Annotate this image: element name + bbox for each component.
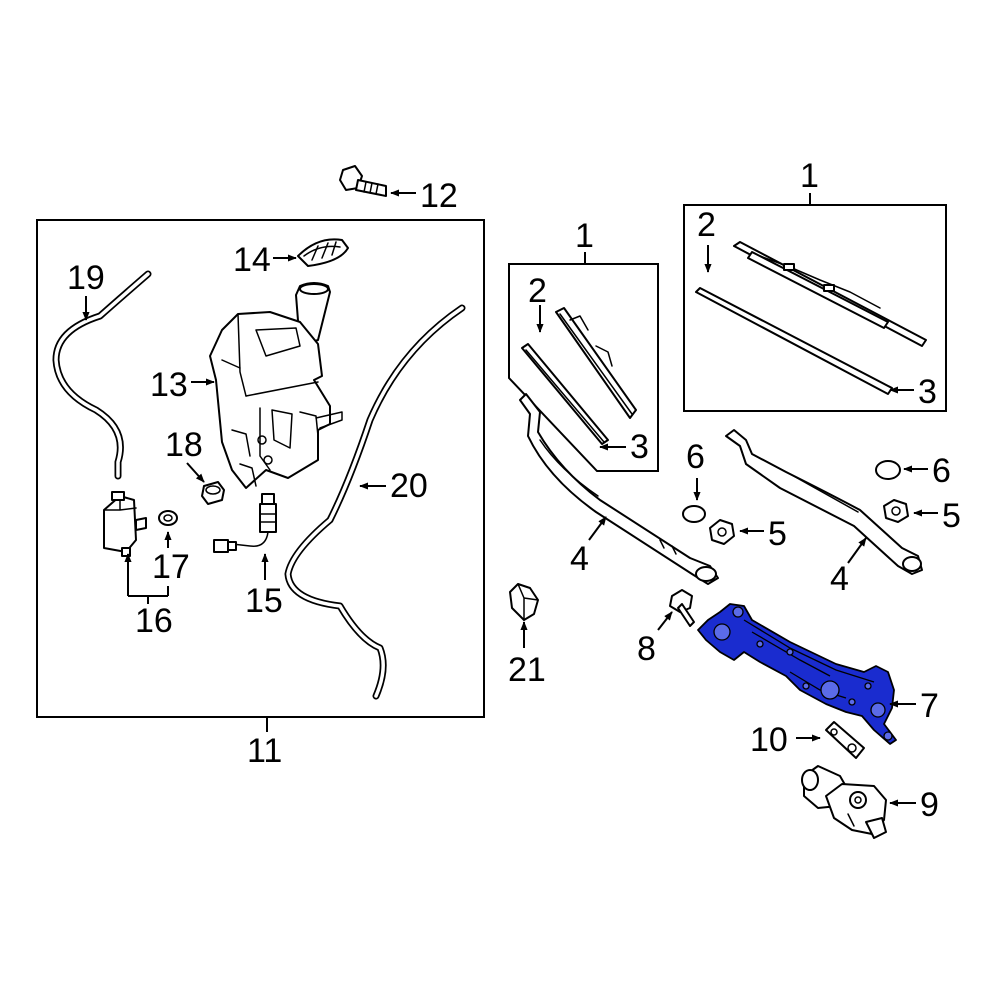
right-blade-frame [683,204,947,412]
hose-part-20[interactable] [284,304,466,700]
callout-5-right[interactable]: 5 [942,497,961,535]
callout-6-left[interactable]: 6 [686,438,705,476]
callout-8[interactable]: 8 [637,630,656,668]
callout-18[interactable]: 18 [165,426,203,464]
level-sensor-part-15[interactable] [213,493,277,553]
callout-4-right[interactable]: 4 [830,560,849,598]
callout-3-right[interactable]: 3 [918,373,937,411]
callout-5-left[interactable]: 5 [768,515,787,553]
wiper-linkage-part-7[interactable] [697,603,897,745]
washer-pump-part-16[interactable] [103,491,147,557]
cap-part-6-right[interactable] [875,460,901,480]
grommet-part-18[interactable] [201,481,225,505]
seal-part-17[interactable] [158,510,178,526]
wiper-blade-part-2-right[interactable] [733,241,927,347]
blade-refill-part-3-right[interactable] [695,287,893,395]
callout-2-left[interactable]: 2 [528,272,547,310]
washer-reservoir-part-13[interactable] [209,282,343,489]
nozzle-part-21[interactable] [509,583,539,621]
callout-14[interactable]: 14 [233,241,271,279]
callout-7[interactable]: 7 [920,687,939,725]
nut-part-5-left[interactable] [709,519,735,545]
blade-refill-part-3-left[interactable] [521,343,609,445]
callout-1-right[interactable]: 1 [800,157,819,195]
callout-10[interactable]: 10 [750,721,788,759]
callout-9[interactable]: 9 [920,786,939,824]
callout-16[interactable]: 16 [135,602,173,640]
bolt-part-8[interactable] [669,589,695,627]
callout-15[interactable]: 15 [245,582,283,620]
callout-13[interactable]: 13 [150,366,188,404]
filler-cap-part-14[interactable] [297,238,349,267]
callout-4-left[interactable]: 4 [570,540,589,578]
callout-20[interactable]: 20 [390,467,428,505]
callout-3-left[interactable]: 3 [630,428,649,466]
bolt-part-12[interactable] [339,165,387,197]
callout-12[interactable]: 12 [420,177,458,215]
wiper-motor-part-9[interactable] [801,765,887,839]
wiper-arm-part-4-left[interactable] [519,393,719,585]
bracket-part-10[interactable] [825,721,865,759]
wiper-arm-part-4-right[interactable] [725,429,923,575]
callout-6-right[interactable]: 6 [932,452,951,490]
nut-part-5-right[interactable] [883,499,909,523]
hose-part-19[interactable] [52,270,152,480]
wiper-blade-part-2-left[interactable] [555,307,637,419]
cap-part-6-left[interactable] [682,505,706,523]
left-blade-frame [508,263,659,472]
callout-1-left[interactable]: 1 [575,217,594,255]
callout-17[interactable]: 17 [152,548,190,586]
callout-2-right[interactable]: 2 [697,206,716,244]
washer-kit-frame [36,219,485,718]
callout-21[interactable]: 21 [508,651,546,689]
callout-11[interactable]: 11 [247,732,282,770]
callout-19[interactable]: 19 [67,259,105,297]
